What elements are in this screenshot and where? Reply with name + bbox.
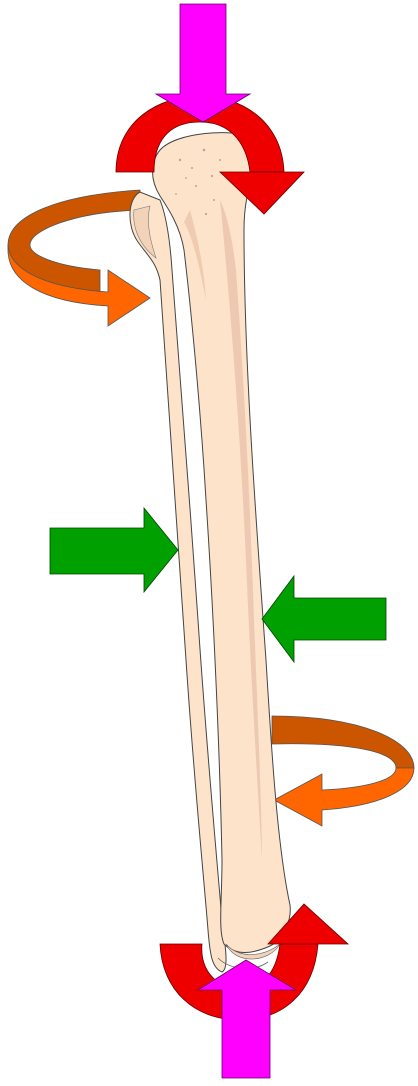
bending-arrow-right xyxy=(262,576,386,662)
rotation-arrow-lower xyxy=(272,716,414,826)
rotation-arrow-upper xyxy=(8,190,150,326)
bending-arrow-left xyxy=(50,508,178,592)
